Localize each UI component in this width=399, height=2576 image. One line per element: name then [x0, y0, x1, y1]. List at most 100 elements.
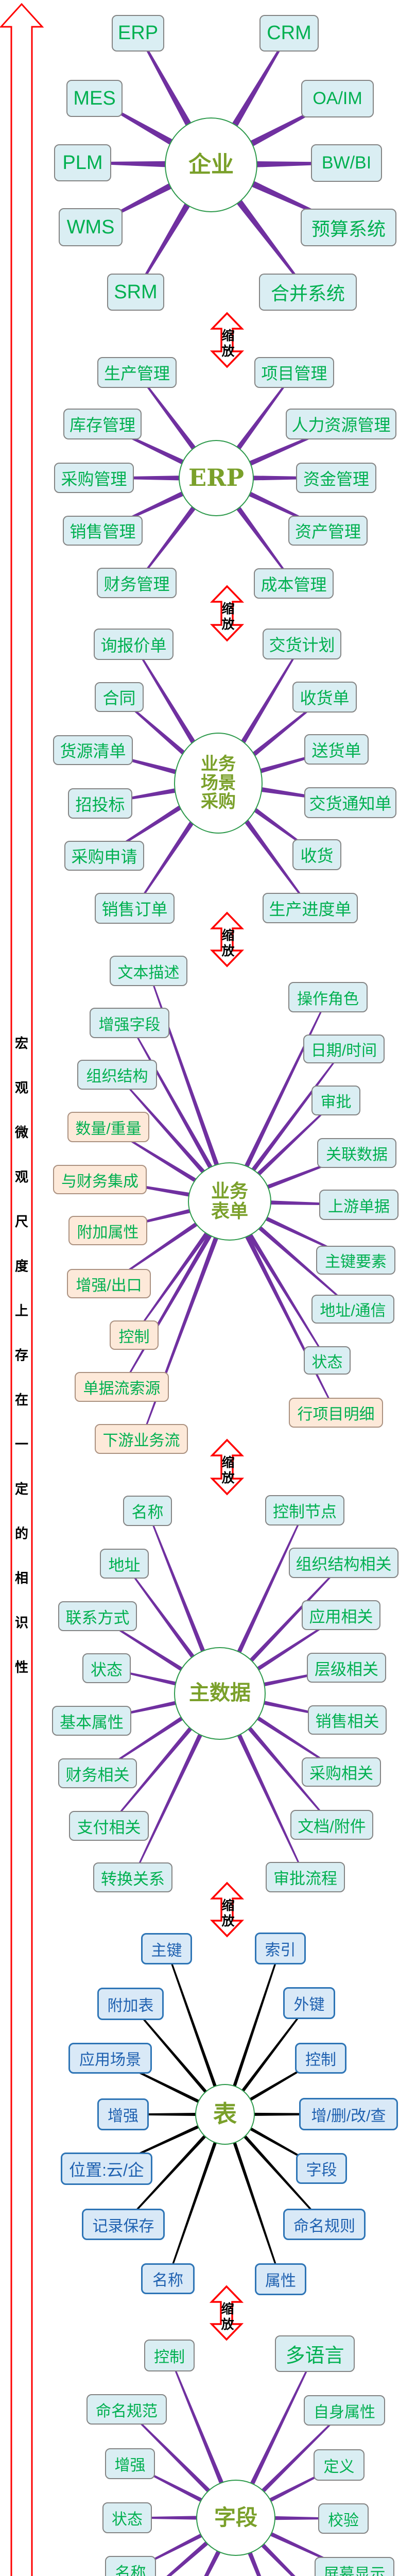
node-enterprise-3: OA/IM — [301, 80, 374, 117]
node-field-9: 屏幕显示 — [315, 2557, 394, 2576]
node-label: 名称 — [131, 1503, 164, 1521]
node-label: 增/删/改/查 — [311, 2107, 386, 2125]
node-field-4: 增强 — [105, 2448, 155, 2479]
node-table-13: 属性 — [255, 2263, 306, 2295]
center-topic-label: ERP — [188, 464, 244, 492]
edge-line — [166, 1948, 227, 2115]
node-label: 行项目明细 — [297, 1406, 375, 1423]
node-label: 上游单据 — [328, 1198, 390, 1215]
node-label: 销售管理 — [70, 522, 136, 541]
node-business-form-2: 增强字段 — [90, 1008, 169, 1038]
node-label: 收货 — [300, 846, 334, 865]
node-procurement-scenario-10: 销售订单 — [95, 893, 175, 924]
node-procurement-scenario-11: 生产进度单 — [263, 893, 358, 923]
node-label: 组织结构相关 — [296, 1555, 392, 1573]
node-business-form-0: 文本描述 — [110, 956, 187, 986]
node-label: 转换关系 — [101, 1870, 165, 1888]
node-table-11: 命名规则 — [283, 2209, 366, 2240]
node-table-4: 应用场景 — [68, 2043, 152, 2074]
node-label: 主键 — [151, 1942, 182, 1959]
node-business-form-13: 地址/通信 — [311, 1295, 394, 1324]
node-label: 字段 — [306, 2162, 337, 2179]
node-label: 名称 — [152, 2272, 183, 2289]
node-label: 多语言 — [285, 2345, 344, 2367]
node-procurement-scenario-3: 收货单 — [292, 682, 357, 713]
node-table-10: 记录保存 — [82, 2209, 165, 2240]
node-label: 自身属性 — [314, 2403, 375, 2421]
center-topic-label: 表单 — [211, 1200, 248, 1222]
node-label: CRM — [267, 22, 311, 44]
node-procurement-scenario-6: 招投标 — [68, 788, 132, 819]
node-label: 控制 — [154, 2349, 185, 2366]
node-table-6: 增强 — [97, 2098, 149, 2130]
node-label: 采购管理 — [61, 469, 127, 488]
node-label: 属性 — [265, 2273, 296, 2290]
node-label: ERP — [117, 22, 159, 44]
node-master-data-2: 地址 — [100, 1549, 149, 1579]
node-enterprise-0: ERP — [112, 15, 164, 52]
node-procurement-scenario-2: 合同 — [95, 682, 144, 712]
node-label: 货源清单 — [60, 742, 126, 760]
node-field-5: 定义 — [314, 2449, 365, 2481]
node-procurement-scenario-1: 交货计划 — [263, 629, 341, 659]
node-enterprise-2: MES — [66, 80, 123, 117]
node-business-form-4: 组织结构 — [77, 1060, 157, 1090]
node-table-5: 控制 — [295, 2043, 346, 2074]
node-label: 屏幕显示 — [323, 2566, 386, 2576]
center-topic-label: 表 — [213, 2100, 237, 2128]
node-enterprise-8: SRM — [107, 274, 164, 311]
node-business-form-10: 附加属性 — [68, 1216, 147, 1245]
node-procurement-scenario-0: 询报价单 — [94, 629, 174, 660]
node-label: 审批流程 — [273, 1870, 337, 1888]
node-erp-7: 资产管理 — [288, 516, 368, 546]
node-label: 附加表 — [107, 1997, 154, 2014]
node-business-form-12: 增强/出口 — [67, 1269, 151, 1298]
node-procurement-scenario-8: 采购申请 — [64, 841, 144, 871]
node-business-form-17: 行项目明细 — [289, 1398, 383, 1428]
node-label: 命名规范 — [96, 2402, 158, 2420]
node-label: 组织结构 — [86, 1068, 148, 1085]
node-business-form-5: 审批 — [311, 1086, 360, 1115]
node-label: 下游业务流 — [102, 1432, 180, 1449]
node-table-3: 外键 — [283, 1987, 335, 2019]
node-label: 与财务集成 — [61, 1173, 138, 1190]
node-table-12: 名称 — [141, 2263, 195, 2294]
node-erp-2: 库存管理 — [63, 409, 142, 439]
node-label: 采购相关 — [309, 1765, 373, 1783]
node-field-2: 命名规范 — [86, 2394, 167, 2425]
edge-line — [217, 1510, 306, 1695]
center-topic-label: 主数据 — [189, 1682, 251, 1705]
center-topic-enterprise: 企业 — [165, 117, 257, 212]
node-business-form-18: 下游业务流 — [95, 1424, 188, 1454]
node-erp-1: 项目管理 — [254, 357, 334, 388]
node-label: 单据流索源 — [83, 1380, 161, 1397]
node-label: 合并系统 — [270, 283, 345, 304]
node-label: 生产管理 — [103, 364, 170, 383]
node-master-data-7: 层级相关 — [307, 1653, 386, 1683]
node-enterprise-1: CRM — [259, 15, 319, 52]
node-label: 支付相关 — [77, 1818, 141, 1837]
node-label: MES — [73, 87, 116, 109]
node-label: 索引 — [265, 1942, 296, 1959]
node-business-form-16: 单据流索源 — [75, 1372, 169, 1402]
node-label: 文档/附件 — [298, 1817, 366, 1836]
node-label: 控制 — [305, 2052, 336, 2069]
node-table-1: 索引 — [255, 1933, 306, 1964]
node-label: 交货计划 — [269, 636, 335, 654]
node-label: 成本管理 — [261, 575, 327, 594]
node-label: 审批 — [320, 1094, 352, 1111]
node-label: 增强字段 — [98, 1016, 161, 1033]
node-label: 状态 — [311, 1353, 343, 1371]
node-label: 应用场景 — [79, 2052, 141, 2069]
node-label: 交货通知单 — [309, 794, 392, 813]
node-label: 财务相关 — [65, 1766, 130, 1784]
node-business-form-1: 操作角色 — [288, 982, 368, 1012]
node-label: 送货单 — [311, 741, 361, 760]
node-erp-4: 采购管理 — [54, 463, 134, 493]
node-procurement-scenario-5: 送货单 — [304, 734, 369, 765]
node-label: 记录保存 — [92, 2217, 154, 2235]
node-label: PLM — [62, 151, 103, 174]
node-label: 数量/重量 — [75, 1120, 142, 1138]
node-label: 生产进度单 — [269, 900, 352, 919]
